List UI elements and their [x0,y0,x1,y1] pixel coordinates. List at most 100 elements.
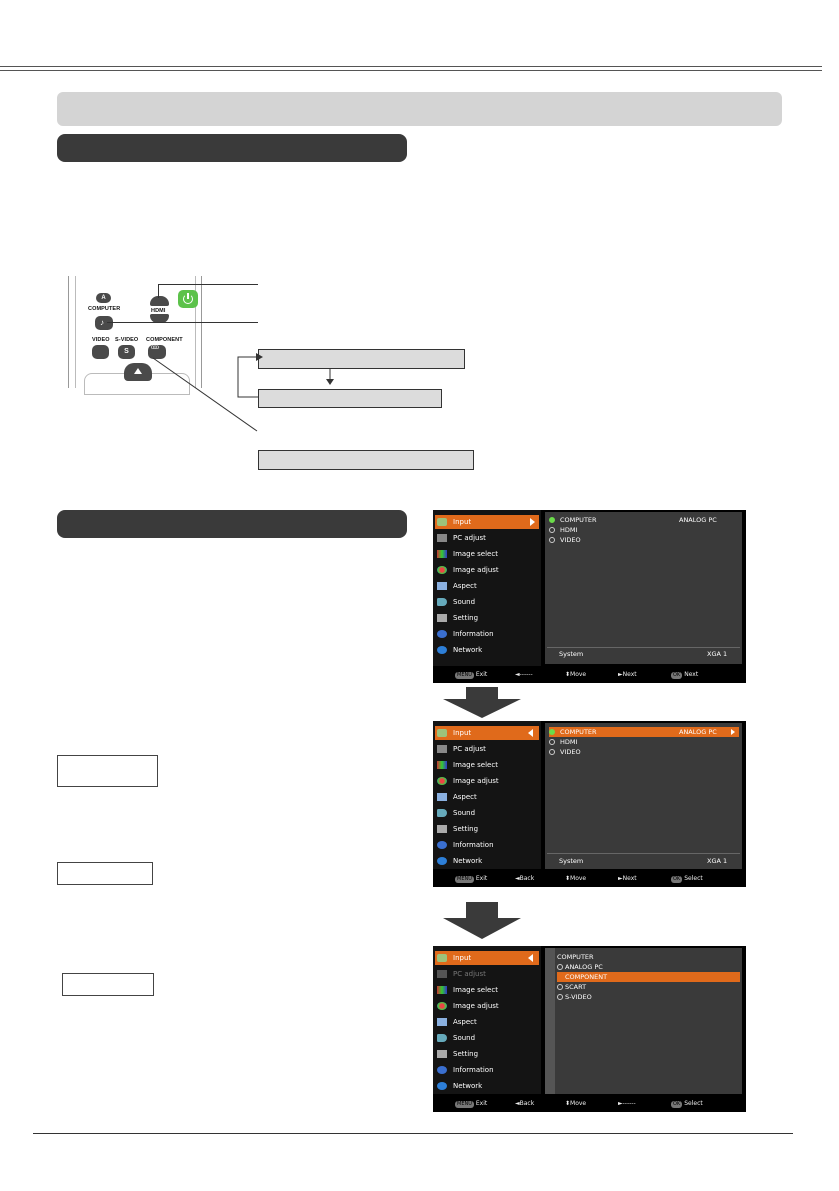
menu-item-sound[interactable]: Sound [435,1031,539,1045]
option-scart[interactable]: SCART [557,982,740,992]
aspect-icon [437,793,447,801]
callout-line-hdmi-h [158,284,258,285]
svideo-button[interactable]: S [118,345,135,359]
up-arrow-icon [134,368,142,374]
menu-item-image-adjust[interactable]: Image adjust [435,999,539,1013]
radio-selected-icon [549,517,555,523]
video-button[interactable] [92,345,109,359]
remote-control-illustration: A COMPUTER HDMI ♪ VIDEO S-VIDEO COMPONEN… [68,276,202,395]
radio-icon [549,537,555,543]
menu-item-input[interactable]: Input [435,515,539,529]
section-banner [57,92,782,126]
image-select-icon [437,550,447,558]
callout-line-computer [107,322,258,323]
menu-item-image-adjust[interactable]: Image adjust [435,563,539,577]
input-icon [437,729,447,737]
source-row-video[interactable]: VIDEO [549,747,739,757]
osd-scroll-track[interactable] [545,948,555,1094]
menu-item-information[interactable]: Information [435,1063,539,1077]
pc-adjust-icon [437,745,447,753]
source-row-hdmi[interactable]: HDMI [549,525,739,535]
note-icon: ♪ [100,318,104,327]
information-icon [437,1066,447,1074]
arrow-left-icon [528,729,533,737]
menu-item-setting[interactable]: Setting [435,611,539,625]
source-row-hdmi[interactable]: HDMI [549,737,739,747]
osd-screen-3: Input PC adjust Image select Image adjus… [433,946,746,1112]
osd-screen-1: Input PC adjust Image select Image adjus… [433,510,746,683]
menu-item-image-select[interactable]: Image select [435,547,539,561]
osd-menu-sidebar: Input PC adjust Image select Image adjus… [433,946,541,1094]
menu-item-pc-adjust[interactable]: PC adjust [435,531,539,545]
menu-item-input[interactable]: Input [435,726,539,740]
menu-item-network[interactable]: Network [435,854,539,868]
menu-item-information[interactable]: Information [435,627,539,641]
menu-item-network[interactable]: Network [435,1079,539,1093]
network-icon [437,646,447,654]
menu-item-aspect[interactable]: Aspect [435,790,539,804]
sound-icon [437,598,447,606]
menu-item-image-select[interactable]: Image select [435,758,539,772]
menu-item-pc-adjust[interactable]: PC adjust [435,967,539,981]
hdmi-button[interactable] [150,296,169,306]
osd-submenu-panel: COMPUTER ANALOG PC COMPONENT SCART S-VID… [555,948,742,1094]
radio-icon [557,984,563,990]
label-box-2 [258,389,442,408]
svideo-label: S-VIDEO [115,337,139,343]
image-select-icon [437,761,447,769]
outlined-box-2 [57,862,153,885]
hdmi-label: HDMI [151,308,166,314]
option-s-video[interactable]: S-VIDEO [557,992,740,1002]
pc-adjust-icon [437,534,447,542]
component-icon: ooo [151,345,159,351]
network-icon [437,857,447,865]
option-analog-pc[interactable]: ANALOG PC [557,962,740,972]
computer-b-button[interactable]: ♪ [95,316,113,330]
header-rule-bottom [0,70,822,71]
information-icon [437,630,447,638]
footer-rule [33,1133,793,1134]
network-icon [437,1082,447,1090]
menu-item-input[interactable]: Input [435,951,539,965]
menu-item-sound[interactable]: Sound [435,595,539,609]
hdmi-lower-button[interactable] [150,314,169,323]
menu-item-pc-adjust[interactable]: PC adjust [435,742,539,756]
menu-item-information[interactable]: Information [435,838,539,852]
radio-icon [557,964,563,970]
source-row-video[interactable]: VIDEO [549,535,739,545]
up-arrow-button[interactable] [124,363,152,381]
menu-item-image-select[interactable]: Image select [435,983,539,997]
radio-icon [549,749,555,755]
pc-adjust-icon [437,970,447,978]
menu-item-setting[interactable]: Setting [435,1047,539,1061]
component-button[interactable]: ooo [148,345,166,359]
menu-item-aspect[interactable]: Aspect [435,1015,539,1029]
setting-icon [437,1050,447,1058]
menu-item-aspect[interactable]: Aspect [435,579,539,593]
menu-item-sound[interactable]: Sound [435,806,539,820]
power-button[interactable] [178,290,198,308]
subsection-heading-remote [57,134,407,162]
image-select-icon [437,986,447,994]
menu-item-image-adjust[interactable]: Image adjust [435,774,539,788]
sound-icon [437,809,447,817]
computer-a-button[interactable]: A [96,293,111,303]
down-arrow-2 [443,902,521,939]
outlined-box-1 [57,755,158,787]
arrow-left-icon [528,954,533,962]
down-arrow-1 [443,687,521,718]
menu-item-setting[interactable]: Setting [435,822,539,836]
option-component[interactable]: COMPONENT [557,972,740,982]
header-rule-top [0,66,822,67]
osd-screen-2: Input PC adjust Image select Image adjus… [433,721,746,887]
radio-icon [549,527,555,533]
image-adjust-icon [437,777,447,785]
arrow-right-icon [530,518,535,526]
menu-item-network[interactable]: Network [435,643,539,657]
